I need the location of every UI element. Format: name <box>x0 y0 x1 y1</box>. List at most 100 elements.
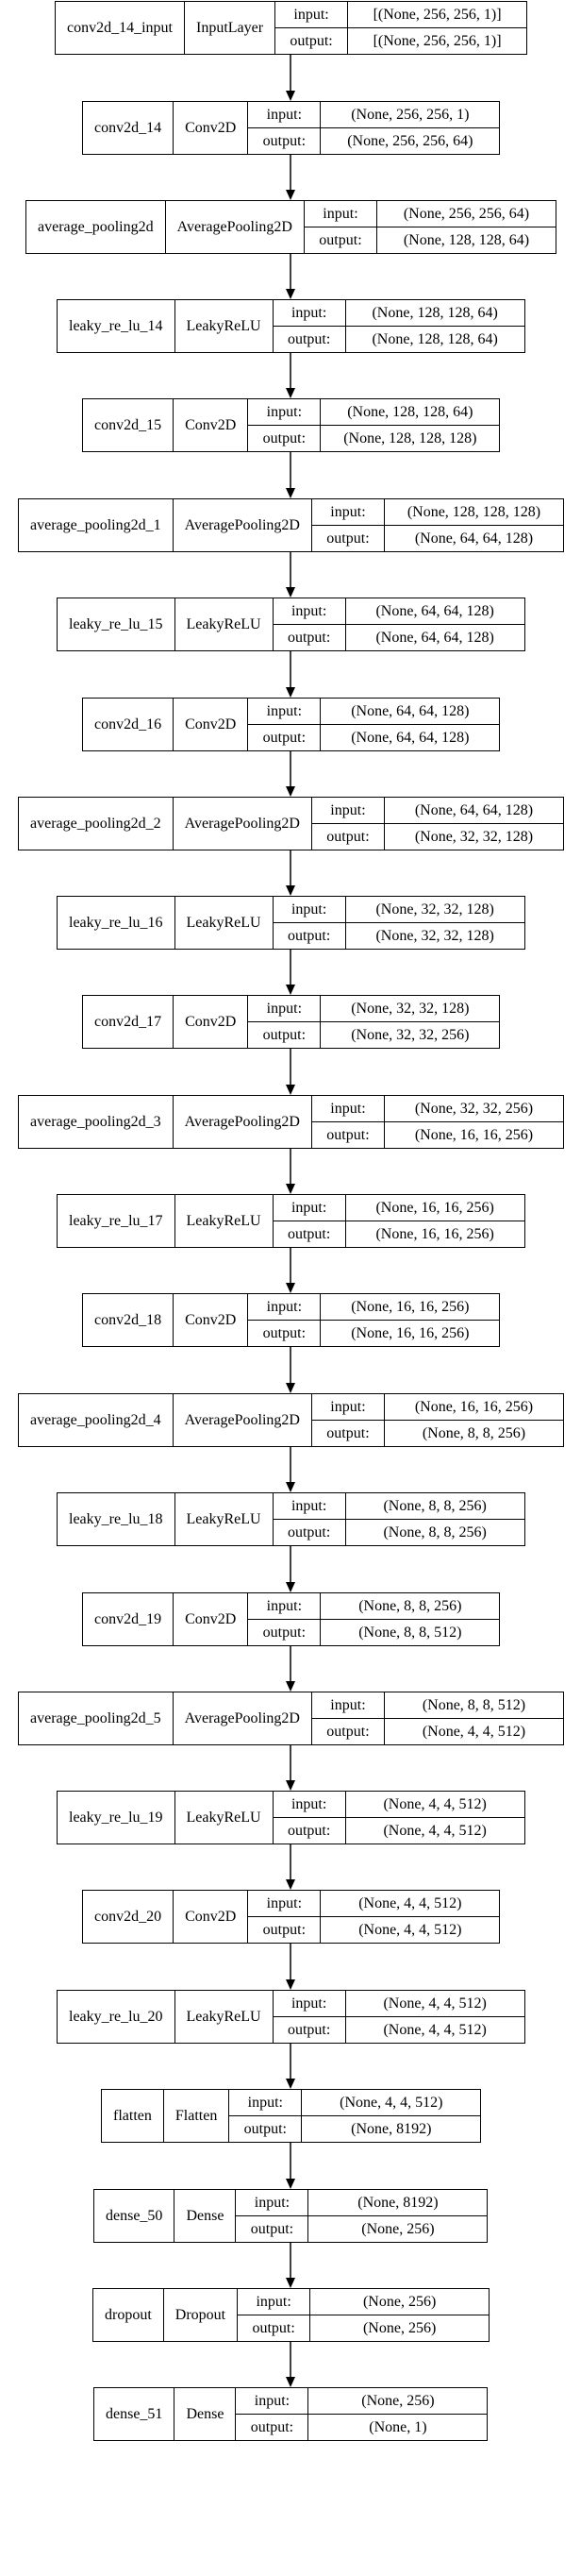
layer-name: average_pooling2d_4 <box>30 1411 161 1428</box>
input-label: input: <box>290 1995 327 2012</box>
io-shapes: input:(None, 4, 4, 512)output:(None, 4, … <box>272 1991 524 2043</box>
input-shape: (None, 8, 8, 256) <box>320 1593 499 1619</box>
edge-arrow <box>286 254 295 299</box>
output-row: output:(None, 16, 16, 256) <box>248 1320 500 1346</box>
output-shape: (None, 8192) <box>301 2116 480 2142</box>
layer-type: Dense <box>174 2388 235 2440</box>
input-shape: (None, 4, 4, 512) <box>320 1891 499 1916</box>
output-label: output: <box>287 1225 331 1242</box>
output-row: output:(None, 8, 8, 256) <box>311 1420 563 1446</box>
input-row: input:(None, 128, 128, 128) <box>312 499 563 525</box>
input-row: input:(None, 128, 128, 64) <box>274 300 524 326</box>
input-row: input:(None, 64, 64, 128) <box>312 798 563 823</box>
io-shapes: input:(None, 16, 16, 256)output:(None, 1… <box>247 1294 500 1346</box>
input-shape: (None, 256) <box>309 2289 489 2315</box>
edge-arrow <box>286 155 295 200</box>
io-shapes: input:(None, 256)output:(None, 1) <box>235 2388 488 2440</box>
edge-arrow <box>286 452 295 498</box>
output-shape: (None, 256) <box>309 2315 489 2341</box>
input-shape: (None, 64, 64, 128) <box>320 699 499 724</box>
output-shape: (None, 32, 32, 128) <box>383 824 563 850</box>
layer-type: Conv2D <box>173 699 247 750</box>
input-row: input:(None, 256) <box>236 2388 487 2414</box>
io-shapes: input:[(None, 256, 256, 1)]output:[(None… <box>274 2 527 54</box>
layer-name: conv2d_14 <box>94 119 162 136</box>
output-label: output: <box>287 927 331 944</box>
input-label: input: <box>266 403 303 420</box>
input-shape: (None, 64, 64, 128) <box>344 598 524 624</box>
layer-type: Conv2D <box>173 996 247 1048</box>
input-label: input: <box>266 1000 303 1017</box>
output-row: output:(None, 128, 128, 128) <box>248 425 500 451</box>
io-shapes: input:(None, 64, 64, 128)output:(None, 3… <box>310 798 563 850</box>
edge-arrow <box>286 1248 295 1293</box>
output-row: output:(None, 4, 4, 512) <box>311 1718 563 1744</box>
edge-arrow <box>286 751 295 797</box>
output-shape: (None, 4, 4, 512) <box>344 1818 524 1844</box>
output-shape: (None, 16, 16, 256) <box>320 1321 499 1346</box>
edge-arrow <box>286 1844 295 1890</box>
layer-type: Conv2D <box>173 1294 247 1346</box>
io-shapes: input:(None, 256, 256, 64)output:(None, … <box>303 201 556 253</box>
layer-name: average_pooling2d_1 <box>30 516 161 533</box>
edge-arrow <box>286 651 295 698</box>
input-shape: (None, 32, 32, 128) <box>320 996 499 1021</box>
output-row: output:(None, 256) <box>238 2315 490 2341</box>
input-row: input:(None, 32, 32, 256) <box>312 1096 563 1121</box>
input-shape: (None, 4, 4, 512) <box>344 1991 524 2016</box>
output-row: output:(None, 1) <box>236 2414 488 2440</box>
input-shape: [(None, 256, 256, 1)] <box>347 2 526 27</box>
output-shape: (None, 16, 16, 256) <box>383 1122 563 1148</box>
input-shape: (None, 8, 8, 512) <box>383 1692 563 1718</box>
output-label: output: <box>287 1822 331 1839</box>
edge-arrow <box>286 1447 295 1492</box>
input-shape: (None, 128, 128, 64) <box>344 300 524 326</box>
edge-arrow <box>286 2044 295 2089</box>
layer-type: LeakyReLU <box>174 1792 273 1844</box>
input-row: input:(None, 64, 64, 128) <box>248 699 499 724</box>
layer-type: AveragePooling2D <box>164 201 304 253</box>
io-shapes: input:(None, 16, 16, 256)output:(None, 1… <box>272 1195 524 1247</box>
input-shape: (None, 16, 16, 256) <box>320 1294 499 1320</box>
input-label: input: <box>330 503 366 520</box>
layer-name: conv2d_19 <box>94 1610 162 1627</box>
output-row: output:(None, 32, 32, 128) <box>273 922 524 949</box>
input-row: input:(None, 16, 16, 256) <box>312 1394 563 1420</box>
layer-type: Dropout <box>162 2289 237 2341</box>
input-label: input: <box>266 1894 303 1911</box>
output-shape: (None, 128, 128, 64) <box>344 327 524 352</box>
layer-type: Dense <box>174 2190 235 2242</box>
edge-arrow <box>286 1149 295 1194</box>
io-shapes: input:(None, 4, 4, 512)output:(None, 4, … <box>272 1792 524 1844</box>
input-label: input: <box>290 1199 327 1216</box>
input-label: input: <box>254 2392 290 2409</box>
layer-name: average_pooling2d <box>38 218 154 235</box>
input-row: input: (None, 128, 128, 64) <box>248 399 499 425</box>
output-shape: (None, 64, 64, 128) <box>344 625 524 650</box>
output-shape: (None, 4, 4, 512) <box>344 2017 524 2043</box>
edge-arrow <box>286 1646 295 1692</box>
layer-name: dense_51 <box>106 2405 163 2422</box>
io-shapes: input:(None, 256)output:(None, 256) <box>237 2289 490 2341</box>
output-row: output:(None, 32, 32, 128) <box>311 823 563 850</box>
edge-arrow <box>286 950 295 995</box>
layer-name: flatten <box>113 2107 152 2124</box>
input-shape: (None, 128, 128, 64) <box>320 399 499 425</box>
output-label: output: <box>262 1624 307 1641</box>
edge-arrow <box>286 2342 295 2387</box>
layer-name: conv2d_17 <box>94 1013 162 1030</box>
input-row: input:(None, 16, 16, 256) <box>274 1195 524 1221</box>
layer-node: conv2d_17 Conv2D input: (None, 32, 32, 128)… <box>82 995 501 1049</box>
output-shape: (None, 1) <box>307 2415 487 2440</box>
